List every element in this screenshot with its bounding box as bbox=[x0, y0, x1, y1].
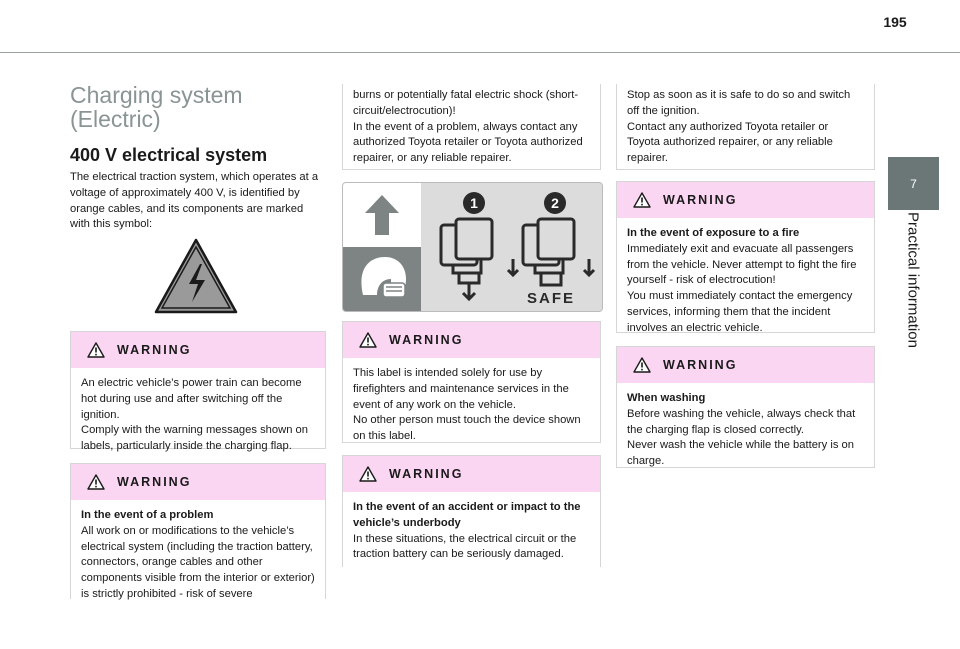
section-title: 400 V electrical system bbox=[70, 145, 268, 165]
warning-heading: When washing bbox=[627, 392, 706, 404]
warning-title: WARNING bbox=[663, 193, 738, 207]
step-1-badge: 1 bbox=[463, 192, 485, 214]
warning-triangle-icon bbox=[359, 466, 377, 482]
warning-triangle-icon bbox=[87, 342, 105, 358]
warning-box-problem: WARNING In the event of a problem All wo… bbox=[70, 463, 326, 600]
warning-title: WARNING bbox=[663, 358, 738, 372]
warning-box-hot: WARNING An electric vehicle’s power trai… bbox=[70, 331, 326, 452]
warning-triangle-icon bbox=[633, 192, 651, 208]
step-2-number: 2 bbox=[551, 195, 559, 211]
safety-label-illustration: 1 2 SAFE bbox=[343, 183, 602, 311]
warning-body: In the event of exposure to a fire Immed… bbox=[617, 218, 874, 345]
intro-text: The electrical traction system, which op… bbox=[70, 171, 319, 231]
warning-box-fire: WARNING In the event of exposure to a fi… bbox=[616, 181, 875, 334]
warning-text: burns or potentially fatal electric shoc… bbox=[353, 89, 583, 165]
warning-text: This label is intended solely for use by… bbox=[353, 367, 581, 443]
warning-triangle-icon bbox=[633, 357, 651, 373]
warning-header: WARNING bbox=[617, 347, 874, 383]
page-number: 195 bbox=[883, 14, 907, 30]
warning-box-accident: WARNING In the event of an accident or i… bbox=[342, 455, 601, 567]
warning-box-label-use: WARNING This label is intended solely fo… bbox=[342, 321, 601, 443]
high-voltage-icon bbox=[154, 238, 238, 314]
warning-box-accident-continued: Stop as soon as it is safe to do so and … bbox=[616, 84, 875, 170]
chapter-tab[interactable]: 7 bbox=[888, 157, 939, 210]
warning-header: WARNING bbox=[343, 322, 600, 358]
warning-text: Stop as soon as it is safe to do so and … bbox=[627, 89, 851, 165]
step-1-number: 1 bbox=[470, 195, 478, 211]
warning-heading: In the event of exposure to a fire bbox=[627, 227, 800, 239]
high-voltage-safety-label: 1 2 SAFE bbox=[342, 182, 603, 312]
warning-header: WARNING bbox=[71, 332, 325, 368]
warning-header: WARNING bbox=[617, 182, 874, 218]
warning-header: WARNING bbox=[71, 464, 325, 500]
warning-text: An electric vehicle’s power train can be… bbox=[81, 377, 308, 453]
warning-title: WARNING bbox=[389, 467, 464, 481]
chapter-title: Charging system (Electric) bbox=[70, 82, 243, 132]
header-rule bbox=[0, 52, 960, 53]
step-2-badge: 2 bbox=[544, 192, 566, 214]
warning-heading: In the event of an accident or impact to… bbox=[353, 501, 581, 529]
warning-body: In the event of a problem All work on or… bbox=[71, 500, 325, 611]
warning-body: In the event of an accident or impact to… bbox=[343, 492, 600, 571]
warning-box-problem-continued: burns or potentially fatal electric shoc… bbox=[342, 84, 601, 170]
warning-text: Immediately exit and evacuate all passen… bbox=[627, 242, 857, 334]
warning-text: All work on or modifications to the vehi… bbox=[81, 524, 315, 600]
warning-box-washing: WARNING When washing Before washing the … bbox=[616, 346, 875, 468]
connector-unplug-icon bbox=[439, 217, 494, 302]
warning-body: When washing Before washing the vehicle,… bbox=[617, 383, 874, 478]
connector-locked-icon bbox=[506, 217, 596, 287]
warning-text: In these situations, the electrical circ… bbox=[353, 532, 577, 561]
warning-header: WARNING bbox=[343, 456, 600, 492]
warning-text: Before washing the vehicle, always check… bbox=[627, 407, 856, 468]
chapter-tab-label: Practical information bbox=[904, 212, 922, 348]
warning-triangle-icon bbox=[87, 474, 105, 490]
warning-title: WARNING bbox=[389, 333, 464, 347]
warning-title: WARNING bbox=[117, 343, 192, 357]
warning-heading: In the event of a problem bbox=[81, 509, 214, 521]
arrow-up-icon bbox=[365, 195, 399, 235]
warning-title: WARNING bbox=[117, 475, 192, 489]
warning-triangle-icon bbox=[359, 332, 377, 348]
safe-text: SAFE bbox=[527, 290, 575, 307]
firefighter-helmet-icon bbox=[361, 257, 407, 298]
